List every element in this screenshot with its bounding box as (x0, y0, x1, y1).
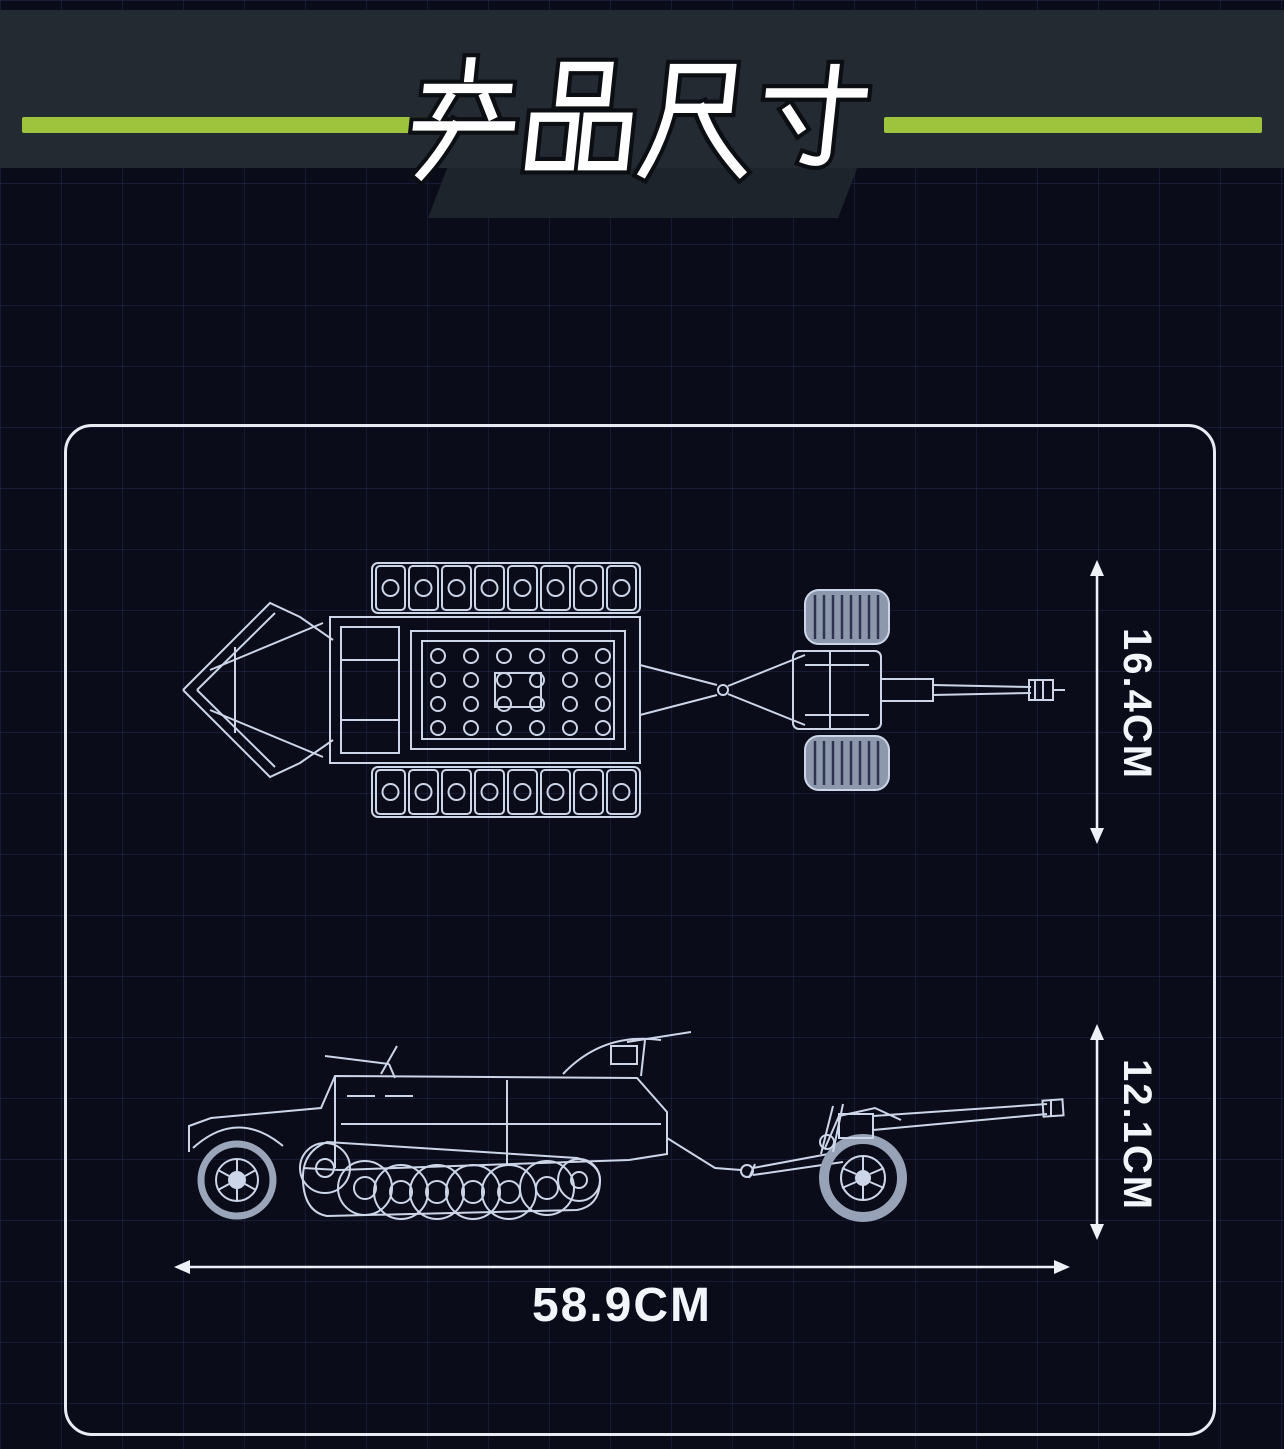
artillery-side-view (748, 1098, 1065, 1222)
top-view-blueprint (182, 562, 1065, 818)
page-title: 产品尺寸 (398, 52, 878, 184)
halftrack-top-view (329, 616, 641, 764)
side-view-blueprint (188, 1031, 1065, 1222)
rear-gun-mount (562, 1031, 692, 1077)
gun-tire-lower (803, 734, 891, 792)
arrow-head-up-icon (1090, 560, 1104, 576)
arrow-head-right-icon (1054, 1260, 1070, 1274)
top-height-dimension-label: 16.4CM (1115, 627, 1159, 781)
left-accent-bar (22, 117, 440, 133)
length-dimension-label: 58.9CM (531, 1279, 713, 1332)
right-accent-bar (884, 117, 1262, 133)
arrow-head-down-icon (1090, 1224, 1104, 1240)
artillery-top-view (639, 588, 1065, 792)
length-dimension-arrow (174, 1260, 1070, 1274)
arrow-head-up-icon (1090, 1024, 1104, 1040)
page-title-art (398, 52, 878, 184)
side-height-dimension-label: 12.1CM (1115, 1058, 1159, 1212)
front-wheel (197, 1140, 277, 1220)
side-height-dimension-arrow (1090, 1024, 1104, 1240)
front-machine-gun (324, 1045, 398, 1079)
halftrack-side-view (188, 1031, 754, 1220)
dimensions-panel (64, 424, 1216, 1436)
gun-tire-upper (803, 588, 891, 646)
header-band (0, 10, 1284, 168)
arrow-head-down-icon (1090, 828, 1104, 844)
arrow-head-left-icon (174, 1260, 190, 1274)
stud-grid (430, 648, 611, 736)
track-strip-lower (371, 766, 641, 818)
top-height-dimension-arrow (1090, 560, 1104, 844)
track-strip-upper (371, 562, 641, 614)
front-plow-top-view (182, 601, 334, 779)
track-running-gear (299, 1140, 602, 1220)
